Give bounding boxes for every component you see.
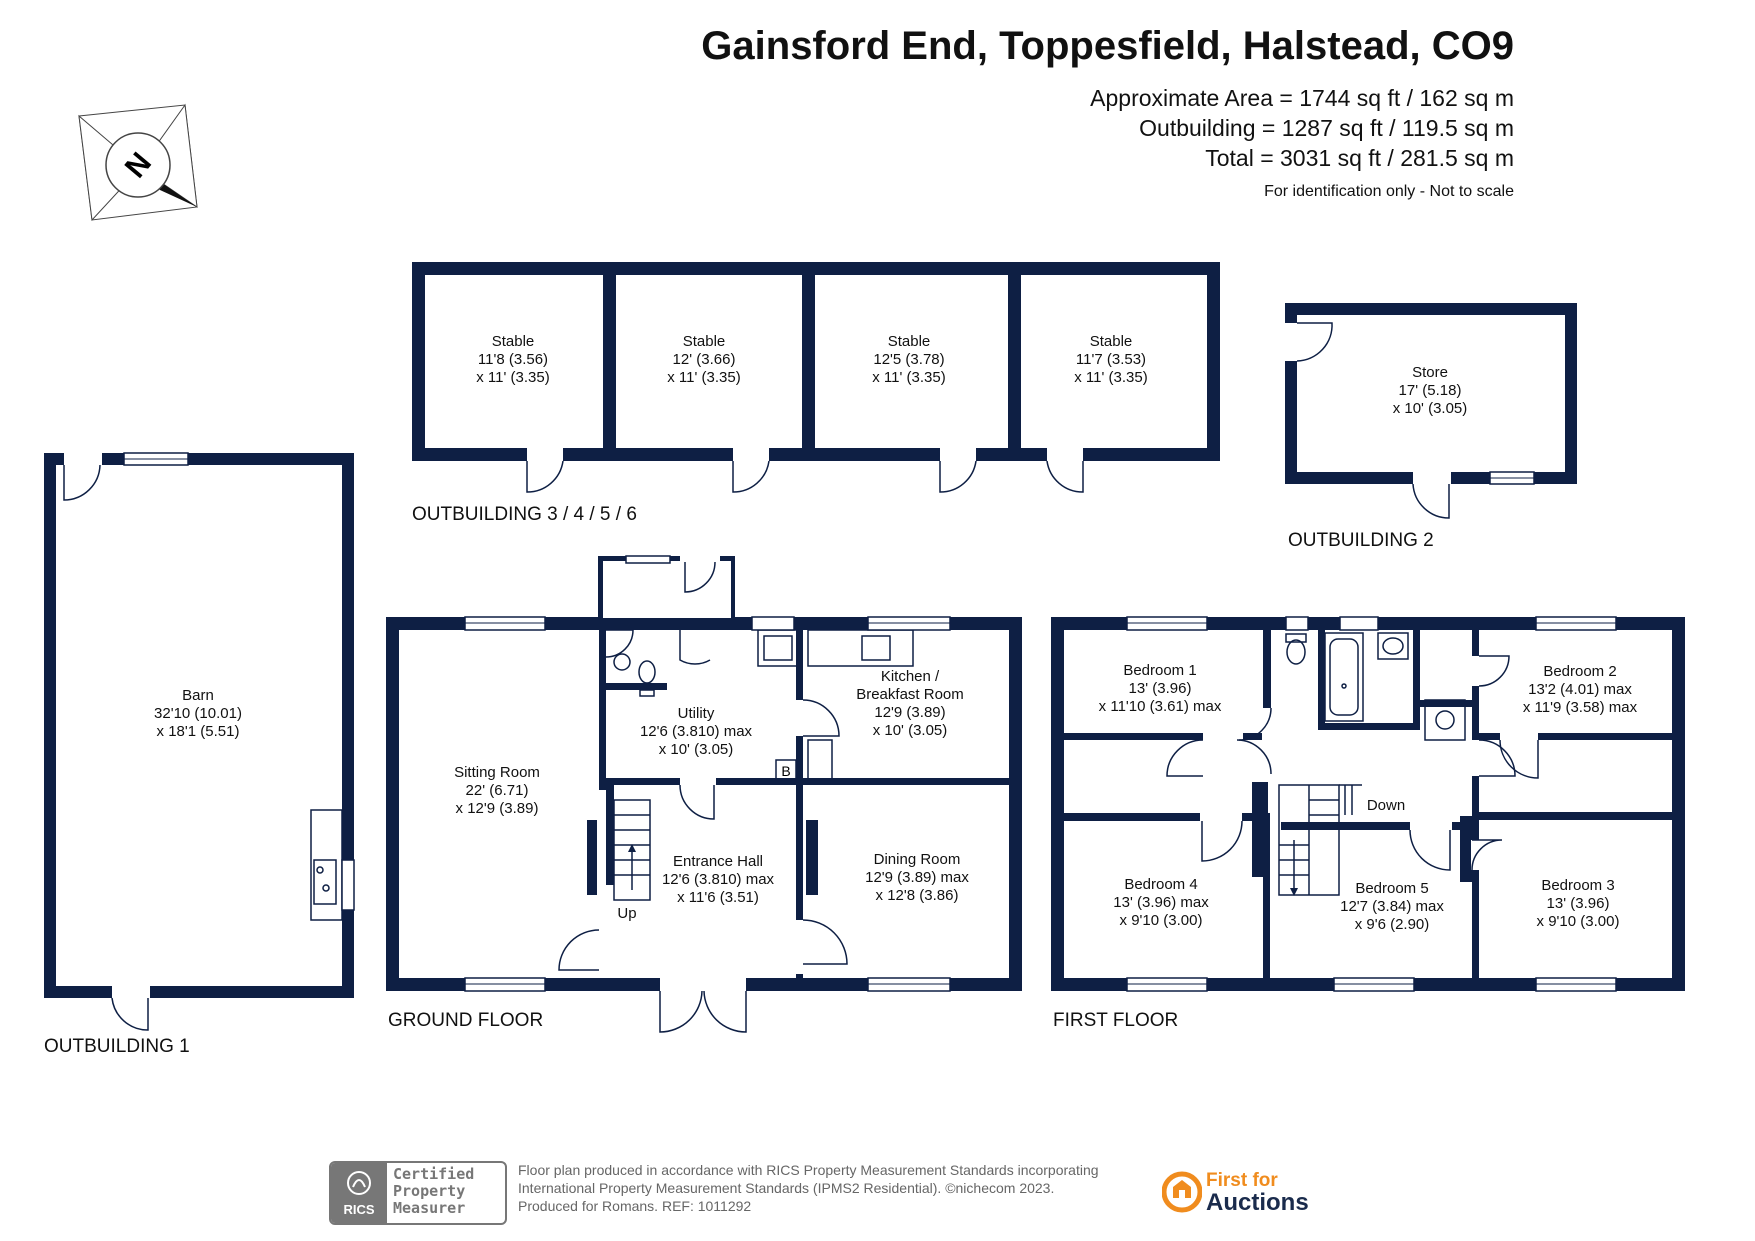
- bedroom-3-name: Bedroom 3: [1541, 877, 1614, 894]
- first-floor-plan: Bedroom 1 13' (3.96) x 11'10 (3.61) max …: [1051, 616, 1685, 992]
- dining-room-dim1: 12'9 (3.89) max: [865, 869, 969, 886]
- bedroom-4-name: Bedroom 4: [1124, 876, 1197, 893]
- bedroom-1-dim2: x 11'10 (3.61) max: [1099, 698, 1222, 715]
- rics-crest-icon: [347, 1171, 371, 1195]
- rics-certified-text: Certified Property Measurer: [393, 1166, 474, 1217]
- brand-line-2: Auctions: [1206, 1189, 1309, 1216]
- stable-4-dim2: x 11' (3.35): [1074, 369, 1147, 386]
- sitting-room-name: Sitting Room: [454, 764, 540, 781]
- barn-dim2: x 18'1 (5.51): [157, 723, 240, 740]
- kitchen-name: Kitchen /: [881, 668, 940, 685]
- stable-1-name: Stable: [492, 333, 535, 350]
- bedroom-3-dim1: 13' (3.96): [1547, 895, 1610, 912]
- section-label-ground-floor: GROUND FLOOR: [388, 1010, 543, 1031]
- approximate-area: Approximate Area = 1744 sq ft / 162 sq m: [1090, 85, 1514, 111]
- stable-1-dim2: x 11' (3.35): [476, 369, 549, 386]
- first-for-auctions-logo: First for Auctions: [1161, 1170, 1309, 1219]
- entrance-hall-dim1: 12'6 (3.810) max: [662, 871, 775, 888]
- total-area: Total = 3031 sq ft / 281.5 sq m: [1205, 145, 1514, 171]
- section-label-first-floor: FIRST FLOOR: [1053, 1010, 1178, 1031]
- stable-2-name: Stable: [683, 333, 726, 350]
- store-dim1: 17' (5.18): [1399, 382, 1462, 399]
- utility-name: Utility: [678, 705, 715, 722]
- bedroom-5-dim2: x 9'6 (2.90): [1355, 916, 1430, 933]
- kitchen-dim1: 12'9 (3.89): [874, 704, 945, 721]
- page-title: Gainsford End, Toppesfield, Halstead, CO…: [701, 24, 1514, 68]
- auction-house-icon: [1161, 1171, 1203, 1213]
- scale-disclaimer: For identification only - Not to scale: [1264, 183, 1514, 200]
- bedroom-1-name: Bedroom 1: [1123, 662, 1196, 679]
- stable-3-dim2: x 11' (3.35): [872, 369, 945, 386]
- bedroom-4-dim1: 13' (3.96) max: [1113, 894, 1209, 911]
- section-label-outbuilding-2: OUTBUILDING 2: [1288, 530, 1434, 551]
- north-compass-icon: N: [78, 103, 198, 222]
- stairs-down-label: Down: [1367, 797, 1405, 814]
- store-name: Store: [1412, 364, 1448, 381]
- bedroom-2-name: Bedroom 2: [1543, 663, 1616, 680]
- utility-dim2: x 10' (3.05): [659, 741, 734, 758]
- entrance-hall-name: Entrance Hall: [673, 853, 763, 870]
- boiler-label: B: [781, 763, 790, 779]
- stairs-up-label: Up: [617, 905, 636, 922]
- brand-line-1: First for: [1206, 1170, 1278, 1191]
- barn-name: Barn: [182, 687, 214, 704]
- entrance-hall-dim2: x 11'6 (3.51): [677, 889, 759, 906]
- stable-1-dim1: 11'8 (3.56): [478, 351, 548, 368]
- ground-floor-plan: B Sitting Room 22' (6.71) x 12'9 (3.89) …: [386, 555, 1022, 1033]
- utility-dim1: 12'6 (3.810) max: [640, 723, 753, 740]
- outbuilding-area: Outbuilding = 1287 sq ft / 119.5 sq m: [1139, 115, 1514, 141]
- stable-4-dim1: 11'7 (3.53): [1076, 351, 1146, 368]
- bedroom-4-dim2: x 9'10 (3.00): [1120, 912, 1203, 929]
- stable-2-dim1: 12' (3.66): [673, 351, 736, 368]
- rics-logo: RICS: [331, 1163, 387, 1223]
- rics-logo-text: RICS: [343, 1202, 375, 1217]
- outbuilding-2-store: Store 17' (5.18) x 10' (3.05): [1284, 303, 1577, 519]
- footer-line-2: International Property Measurement Stand…: [518, 1180, 1055, 1196]
- section-label-outbuilding-1: OUTBUILDING 1: [44, 1036, 190, 1057]
- dining-room-name: Dining Room: [874, 851, 961, 868]
- bedroom-3-dim2: x 9'10 (3.00): [1537, 913, 1620, 930]
- rics-certified-badge: RICS Certified Property Measurer: [329, 1161, 507, 1225]
- sitting-room-dim1: 22' (6.71): [466, 782, 529, 799]
- bedroom-5-name: Bedroom 5: [1355, 880, 1428, 897]
- bedroom-2-dim1: 13'2 (4.01) max: [1528, 681, 1632, 698]
- stable-2-dim2: x 11' (3.35): [667, 369, 740, 386]
- stable-4-name: Stable: [1090, 333, 1133, 350]
- rics-line-3: Measurer: [393, 1199, 466, 1217]
- outbuilding-1-barn: Barn 32'10 (10.01) x 18'1 (5.51): [44, 452, 355, 1031]
- dining-room-dim2: x 12'8 (3.86): [876, 887, 959, 904]
- outbuilding-stables: Stable 11'8 (3.56) x 11' (3.35) Stable 1…: [412, 262, 1220, 493]
- rics-line-1: Certified: [393, 1165, 475, 1183]
- rics-line-2: Property: [393, 1182, 466, 1200]
- bedroom-1-dim1: 13' (3.96): [1129, 680, 1192, 697]
- stable-3-dim1: 12'5 (3.78): [873, 351, 944, 368]
- bedroom-5-dim1: 12'7 (3.84) max: [1340, 898, 1444, 915]
- kitchen-dim2: x 10' (3.05): [873, 722, 948, 739]
- stable-3-name: Stable: [888, 333, 931, 350]
- footer-statement: Floor plan produced in accordance with R…: [518, 1161, 1158, 1215]
- sitting-room-dim2: x 12'9 (3.89): [456, 800, 539, 817]
- section-label-outbuilding-3456: OUTBUILDING 3 / 4 / 5 / 6: [412, 504, 637, 525]
- footer-line-1: Floor plan produced in accordance with R…: [518, 1162, 1099, 1178]
- store-dim2: x 10' (3.05): [1393, 400, 1468, 417]
- kitchen-name2: Breakfast Room: [856, 686, 964, 703]
- footer-line-3: Produced for Romans. REF: 1011292: [518, 1198, 752, 1214]
- bedroom-2-dim2: x 11'9 (3.58) max: [1523, 699, 1638, 716]
- barn-dim1: 32'10 (10.01): [154, 705, 242, 722]
